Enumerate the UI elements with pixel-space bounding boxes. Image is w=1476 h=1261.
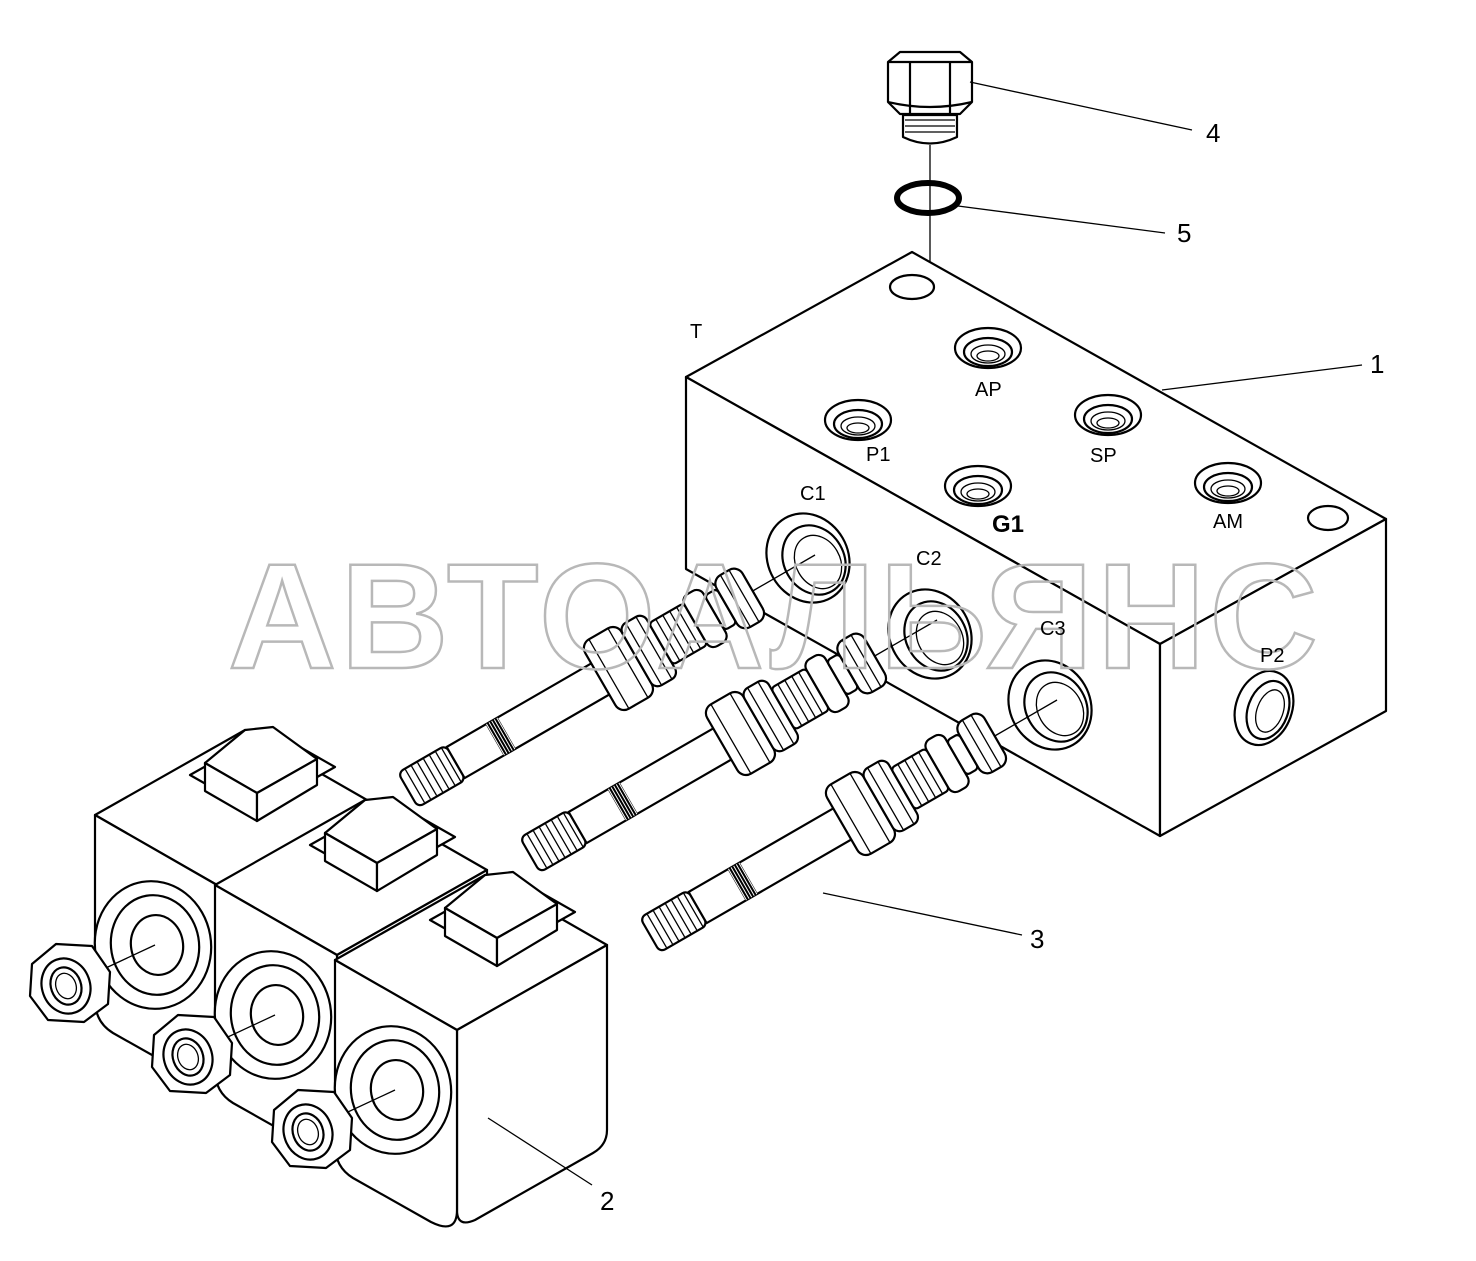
label-t: T [690,321,702,343]
hex-nut-1 [28,942,112,1024]
cartridge-valve-3 [641,699,1058,952]
o-ring [894,180,962,216]
callout-3: 3 [1030,924,1044,954]
label-c3: C3 [1040,618,1066,640]
port-c1 [765,512,851,604]
port-p2 [1233,669,1295,747]
label-g1: G1 [992,511,1024,538]
port-g1 [943,464,1013,508]
cartridge-valves [399,554,1058,952]
port-c2 [887,588,973,680]
label-sp: SP [1090,445,1117,467]
callout-4: 4 [1206,118,1220,148]
port-t-hole [888,273,936,301]
solenoid-coil-3 [319,870,609,1228]
hex-nut-2 [150,1013,234,1095]
plug [886,50,974,145]
port-ap [953,326,1023,370]
label-c1: C1 [800,483,826,505]
coil-nuts [28,942,354,1170]
callout-5: 5 [1177,218,1191,248]
mounting-hole [1306,504,1350,532]
solenoid-coils [79,725,609,1228]
cartridge-valve-2 [521,619,938,872]
label-p2: P2 [1260,645,1284,667]
watermark: АВТОАЛЬЯНС [228,532,1322,700]
label-c2: C2 [916,548,942,570]
port-c3 [1007,659,1093,751]
label-p1: P1 [866,444,890,466]
manifold-block [684,250,1388,838]
label-ap: AP [975,379,1002,401]
port-sp [1073,393,1143,437]
port-am [1193,461,1263,505]
cartridge-valve-1 [399,554,816,807]
callouts: 4 5 1 3 2 [487,81,1384,1216]
callout-1: 1 [1370,349,1384,379]
port-p1 [823,398,893,442]
callout-2: 2 [600,1186,614,1216]
label-am: AM [1213,511,1243,533]
hex-nut-3 [270,1088,354,1170]
